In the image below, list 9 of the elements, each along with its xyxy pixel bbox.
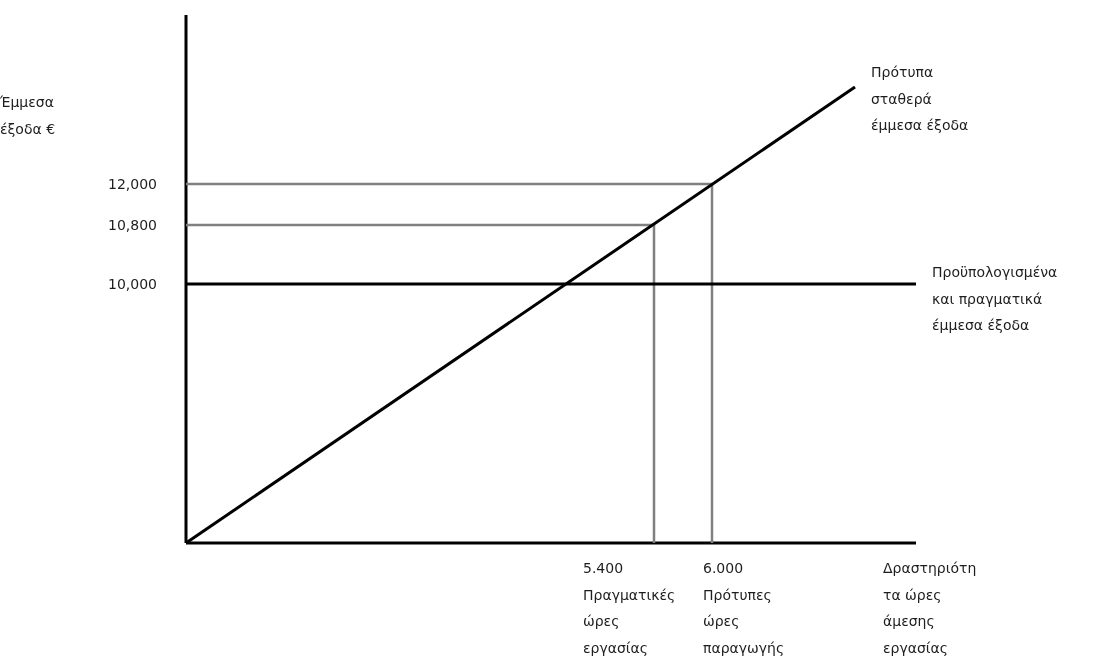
line-label: Πρότυπα σταθερά έμμεσα έξοδα (871, 63, 970, 135)
tick-label: 5.400 Πραγματικές ώρες εργασίας (583, 559, 677, 658)
tick-label: 6.000 Πρότυπες ώρες παραγωγής (703, 559, 786, 658)
line-label: Προϋπολογισμένα και πραγματικά έμμεσα έξοδα (932, 263, 1059, 335)
tick-label: 10,800 (107, 216, 157, 235)
axis-title: Δραστηριότητα ώρες άμεσης εργασίας (883, 559, 978, 658)
axis-title: Έμμεσα έξοδα € (0, 93, 57, 139)
tick-label: 10,000 (107, 275, 157, 294)
tick-label: 12,000 (107, 175, 157, 194)
